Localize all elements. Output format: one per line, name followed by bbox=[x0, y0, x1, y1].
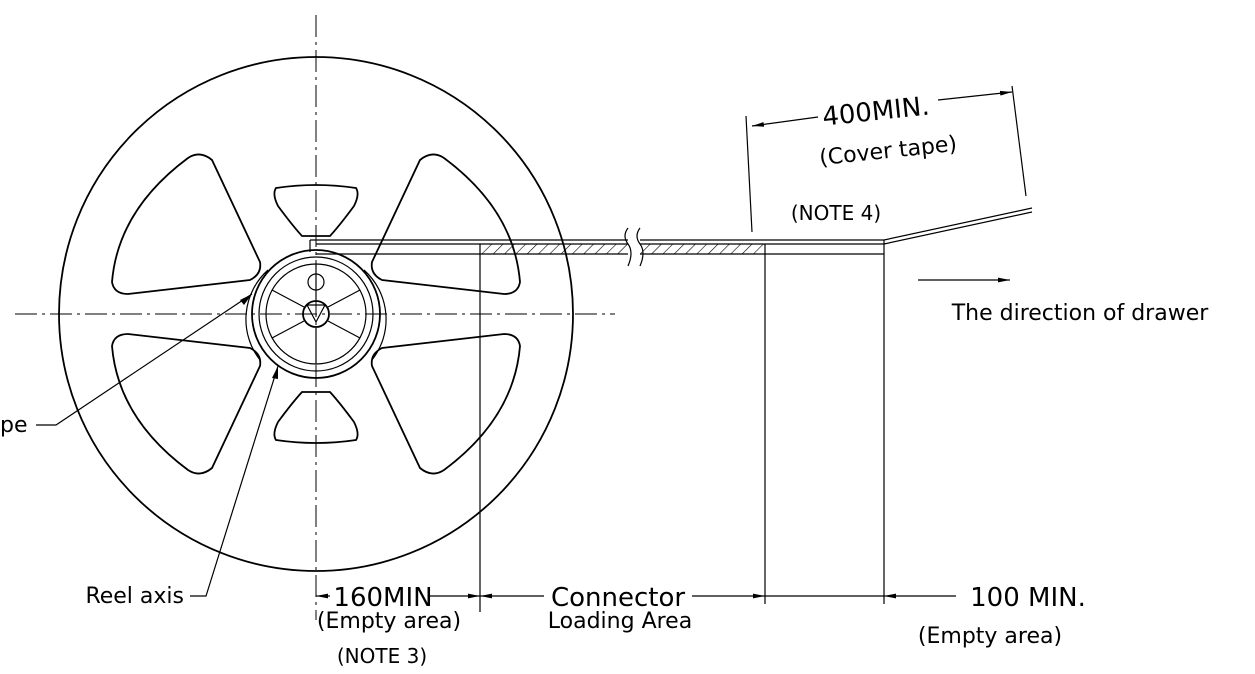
label-100min: 100 MIN. bbox=[970, 583, 1086, 613]
label-tape-partial: pe bbox=[0, 413, 28, 438]
label-loading-area: Loading Area bbox=[548, 609, 692, 634]
label-direction: The direction of drawer bbox=[951, 301, 1210, 326]
dimension-400min: 400MIN. (Cover tape) bbox=[751, 90, 1013, 171]
extension-lines bbox=[479, 85, 1027, 612]
carrier-tape bbox=[309, 207, 1033, 267]
label-connector: Connector bbox=[551, 583, 685, 613]
reel-windows bbox=[111, 153, 521, 475]
direction-arrow: The direction of drawer bbox=[918, 277, 1210, 326]
label-note-4: (NOTE 4) bbox=[791, 201, 881, 225]
reel-outer-flange bbox=[58, 56, 574, 572]
label-cover-tape: (Cover tape) bbox=[818, 132, 958, 171]
label-note-3: (NOTE 3) bbox=[337, 644, 427, 668]
label-empty-area-2: (Empty area) bbox=[918, 624, 1062, 649]
leader-lines bbox=[36, 293, 279, 597]
reel-hub bbox=[245, 249, 387, 379]
label-empty-area-1: (Empty area) bbox=[317, 609, 461, 634]
label-160min: 160MIN bbox=[333, 583, 432, 613]
label-400min: 400MIN. bbox=[821, 91, 931, 132]
label-reel-axis: Reel axis bbox=[85, 584, 184, 609]
